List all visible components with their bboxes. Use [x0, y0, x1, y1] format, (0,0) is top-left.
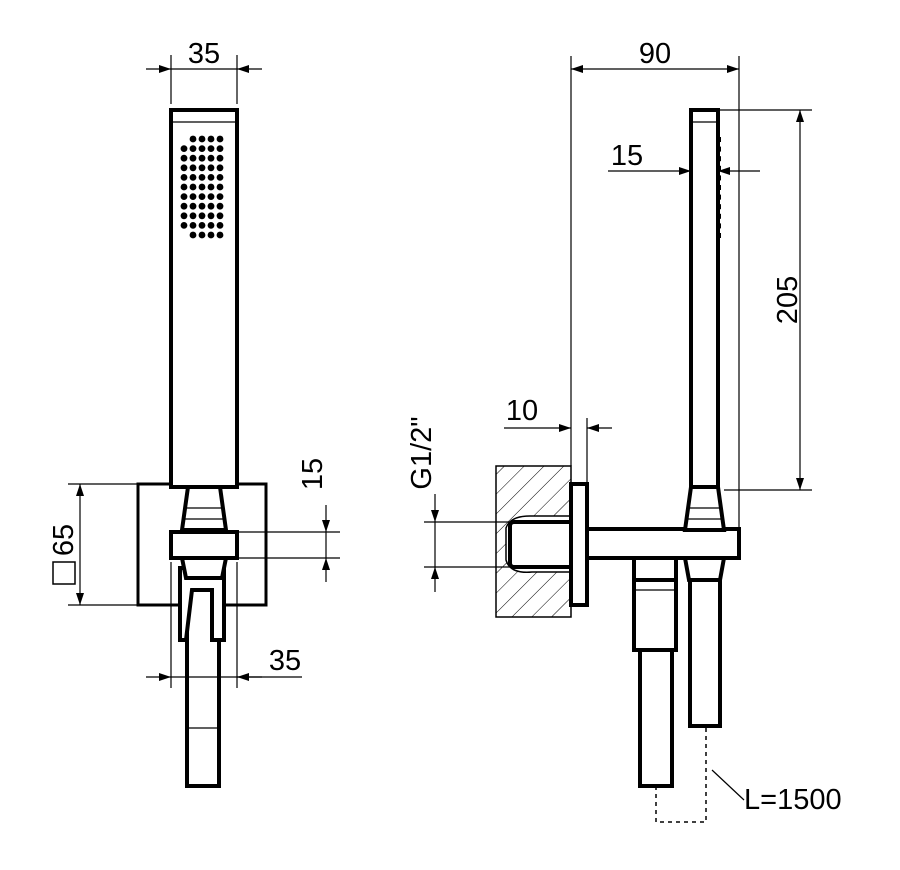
square-symbol: [52, 561, 76, 585]
nozzle: [207, 193, 215, 201]
nozzle: [198, 145, 206, 153]
nozzle: [207, 164, 215, 172]
nozzle: [207, 145, 215, 153]
nozzle: [216, 231, 224, 239]
nozzle: [207, 202, 215, 210]
side-nozzle: [718, 185, 721, 190]
nozzle: [198, 202, 206, 210]
nozzle: [189, 222, 197, 229]
nozzle: [207, 154, 215, 162]
nozzle: [198, 212, 206, 220]
nozzle: [180, 222, 188, 229]
nozzle: [198, 135, 206, 143]
nozzle: [207, 231, 215, 239]
nozzle: [189, 135, 197, 143]
side-nozzle: [718, 165, 721, 171]
dim-connector-height: 15: [297, 458, 329, 490]
nozzle: [216, 145, 224, 153]
side-nozzle: [718, 137, 721, 142]
dim-hose-length: L=1500: [744, 784, 842, 816]
side-nozzle: [718, 156, 721, 162]
nozzle: [198, 231, 206, 239]
side-nozzle: [718, 223, 721, 229]
nozzle: [189, 193, 197, 201]
nozzle: [198, 193, 206, 201]
front-view: 35 65 15 35: [48, 38, 340, 788]
side-arm: [585, 527, 741, 560]
dim-front-bottom-width: 35: [269, 645, 301, 677]
nozzle: [216, 202, 224, 210]
nozzle: [198, 164, 206, 172]
nozzle: [216, 183, 224, 191]
nozzle: [198, 222, 206, 229]
nozzle: [180, 202, 188, 210]
nozzle: [180, 193, 188, 201]
nozzle: [180, 174, 188, 181]
side-hose-fitting: [632, 578, 678, 652]
nozzle: [189, 164, 197, 172]
nozzle: [198, 154, 206, 162]
nozzle: [189, 231, 197, 239]
front-hose-fitting: [178, 566, 226, 642]
nozzle: [216, 164, 224, 172]
nozzle: [189, 154, 197, 162]
nozzle: [180, 164, 188, 172]
side-wall-plate: [569, 482, 589, 607]
nozzle: [216, 222, 224, 229]
dim-side-depth: 90: [639, 38, 671, 70]
nozzle: [207, 183, 215, 191]
side-nozzle: [718, 233, 721, 238]
side-hose: [638, 648, 674, 788]
nozzle: [216, 154, 224, 162]
side-view: 90 15 205 10 G1/2" L=1500: [406, 38, 842, 823]
wall-connector: [508, 520, 576, 569]
nozzle: [207, 135, 215, 143]
dim-thread: G1/2": [406, 416, 438, 489]
dim-plate-offset: 10: [506, 395, 538, 427]
dim-head-thickness: 15: [611, 140, 643, 172]
nozzle: [216, 174, 224, 181]
nozzle: [216, 193, 224, 201]
dim-handset-length: 205: [772, 276, 804, 324]
nozzle: [180, 183, 188, 191]
side-lower-hose: [688, 578, 722, 728]
side-nozzle: [718, 175, 721, 181]
nozzle: [189, 212, 197, 220]
side-nozzle: [718, 213, 721, 219]
nozzle: [189, 145, 197, 153]
nozzle: [207, 174, 215, 181]
nozzle: [216, 212, 224, 220]
hose-continuation: [655, 726, 707, 823]
nozzle: [180, 154, 188, 162]
side-handset: [689, 108, 720, 489]
nozzle: [189, 202, 197, 210]
side-nozzle: [718, 194, 721, 200]
front-holder: [169, 530, 239, 560]
side-nozzle: [718, 204, 721, 210]
nozzle: [189, 183, 197, 191]
nozzle: [189, 174, 197, 181]
dim-wall-plate: 65: [48, 524, 80, 556]
nozzle: [198, 174, 206, 181]
nozzle: [207, 212, 215, 220]
nozzle: [207, 222, 215, 229]
dim-front-top-width: 35: [188, 38, 220, 70]
nozzle: [180, 145, 188, 153]
nozzle: [216, 135, 224, 143]
spray-nozzles: [180, 135, 224, 239]
side-nozzle: [718, 146, 721, 152]
front-handset: [169, 108, 239, 489]
nozzle: [180, 212, 188, 220]
nozzle: [198, 183, 206, 191]
